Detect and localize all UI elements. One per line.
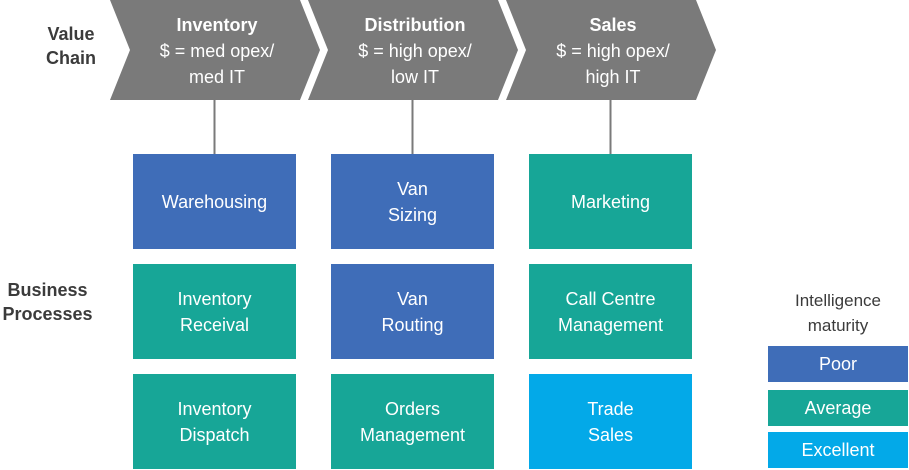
process-box: Van Sizing xyxy=(331,154,494,249)
process-box: Van Routing xyxy=(331,264,494,359)
process-box: Inventory Dispatch xyxy=(133,374,296,469)
process-box: Orders Management xyxy=(331,374,494,469)
value-chain-row-label: Value Chain xyxy=(45,24,96,68)
process-box: Marketing xyxy=(529,154,692,249)
chevron-sales xyxy=(506,0,716,100)
legend-title: Intelligence maturity xyxy=(794,291,881,335)
chevron-inventory xyxy=(110,0,320,100)
legend-item-poor: Poor xyxy=(767,345,909,383)
process-box: Call Centre Management xyxy=(529,264,692,359)
business-processes-row-label: Business Processes xyxy=(2,280,93,324)
legend-item-excellent: Excellent xyxy=(767,431,909,469)
legend-item-average: Average xyxy=(767,389,909,427)
chevron-distribution xyxy=(308,0,518,100)
process-box: Warehousing xyxy=(133,154,296,249)
process-box: Inventory Receival xyxy=(133,264,296,359)
process-box: Trade Sales xyxy=(529,374,692,469)
